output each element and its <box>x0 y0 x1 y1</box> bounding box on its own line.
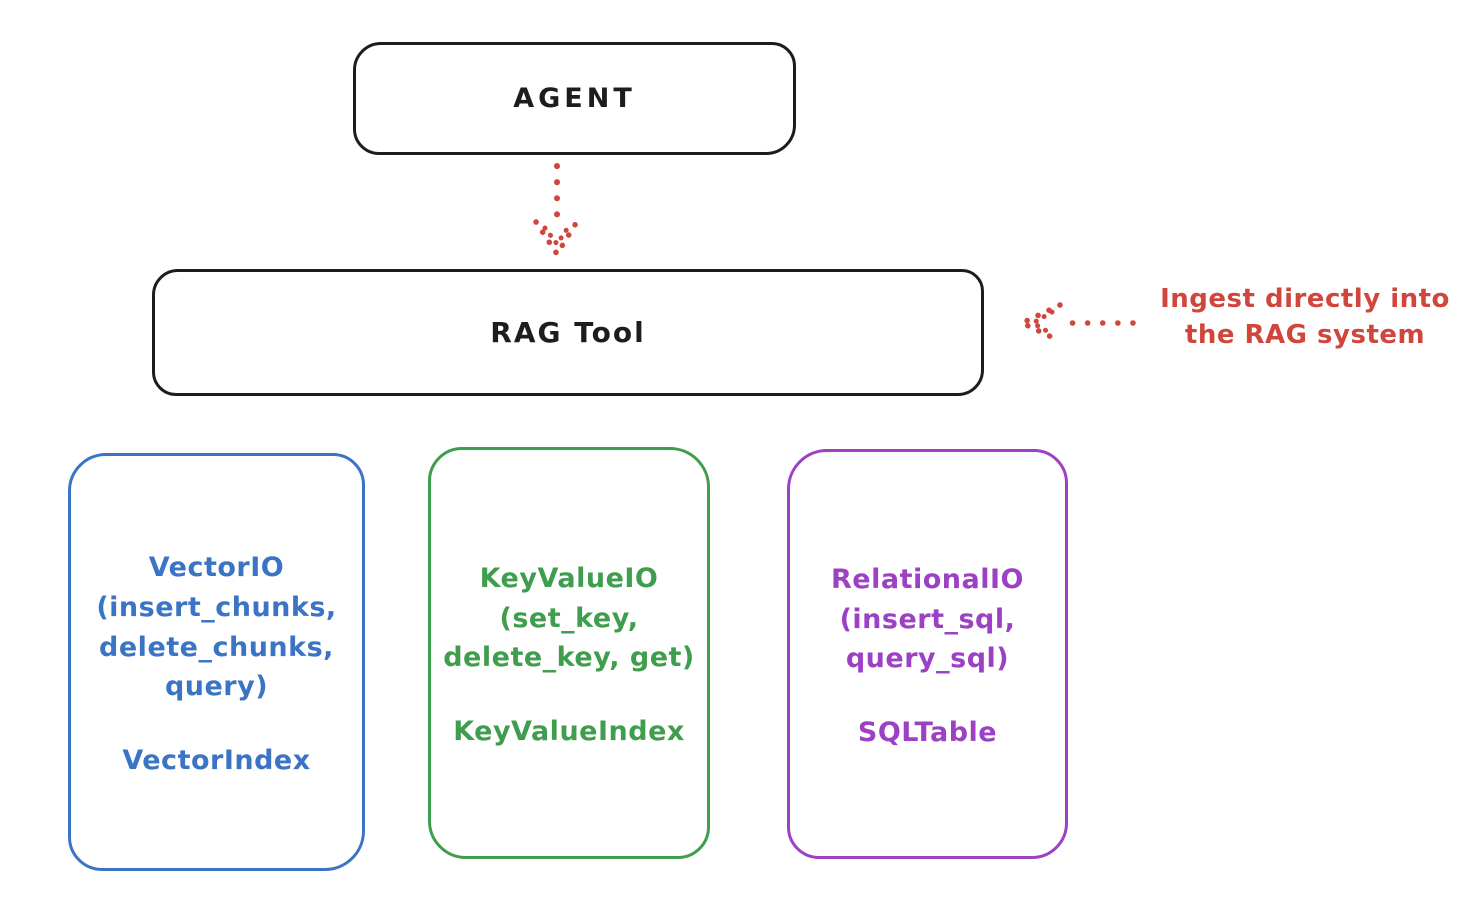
vector-io-label: VectorIO (insert_chunks, delete_chunks, … <box>96 552 337 703</box>
relational-io-node: RelationalIO (insert_sql, query_sql) SQL… <box>787 449 1068 859</box>
vector-index-label: VectorIndex <box>122 744 311 776</box>
rag-tool-label: RAG Tool <box>490 316 646 349</box>
keyvalue-io-label: KeyValueIO (set_key, delete_key, get) <box>443 562 695 674</box>
vector-io-node: VectorIO (insert_chunks, delete_chunks, … <box>68 453 365 871</box>
ingest-annotation: Ingest directly into the RAG system <box>1160 284 1450 350</box>
agent-node: AGENT <box>353 42 796 155</box>
agent-label: AGENT <box>513 83 636 114</box>
relational-io-label: RelationalIO (insert_sql, query_sql) <box>831 563 1024 675</box>
keyvalue-io-node: KeyValueIO (set_key, delete_key, get) Ke… <box>428 447 710 859</box>
rag-tool-node: RAG Tool <box>152 269 984 396</box>
keyvalue-index-label: KeyValueIndex <box>453 716 685 748</box>
down-arrow-icon <box>533 163 581 260</box>
left-arrow-icon <box>1015 302 1136 344</box>
sql-table-label: SQLTable <box>857 717 998 749</box>
